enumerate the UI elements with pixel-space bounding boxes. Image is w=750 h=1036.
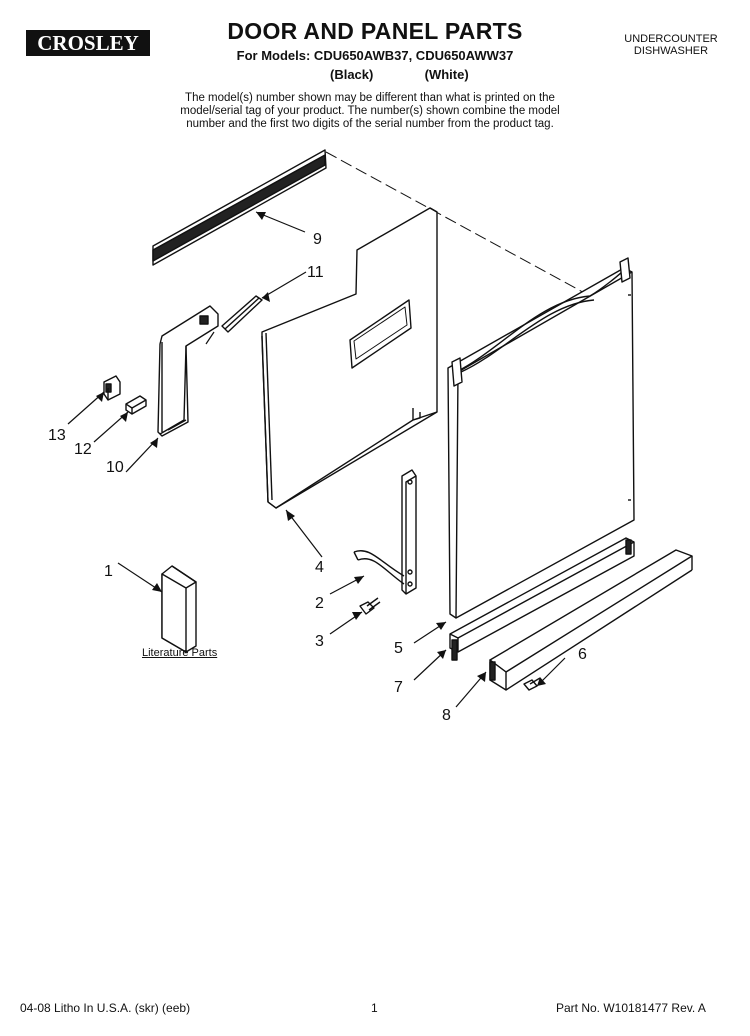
- callout-2: 2: [315, 595, 324, 612]
- callout-13: 13: [48, 427, 66, 444]
- footer-page-number: 1: [371, 1001, 378, 1015]
- part-9-top-trim: [152, 149, 327, 266]
- callout-9: 9: [313, 231, 322, 248]
- callout-arrowheads: [96, 212, 546, 686]
- footer-litho: 04-08 Litho In U.S.A. (skr) (eeb): [20, 1001, 191, 1015]
- callout-3: 3: [315, 633, 324, 650]
- part-11-rod: [221, 295, 263, 333]
- page-title: DOOR AND PANEL PARTS: [227, 18, 523, 44]
- part-1-literature: [161, 565, 197, 653]
- color-black-label: (Black): [330, 67, 374, 82]
- literature-parts-link: Literature Parts: [142, 647, 218, 659]
- part-4-door-panel: [261, 207, 438, 509]
- part-12-block: [125, 395, 147, 415]
- crosley-logo: CROSLEY: [26, 30, 150, 56]
- callout-6: 6: [578, 646, 587, 663]
- callout-11: 11: [307, 264, 324, 281]
- callout-4: 4: [315, 559, 324, 576]
- note-line1: The model(s) number shown may be differe…: [185, 92, 555, 104]
- model-number-note: The model(s) number shown may be differe…: [150, 92, 590, 131]
- part-5-outer-door: [447, 257, 635, 619]
- part-13-clip: [103, 375, 121, 401]
- models-line: For Models: CDU650AWB37, CDU650AWW37: [236, 48, 514, 63]
- product-type-line2: DISHWASHER: [633, 45, 709, 57]
- part-10-side-bracket: [157, 305, 219, 437]
- note-line2: model/serial tag of your product. The nu…: [180, 105, 560, 117]
- color-labels: (Black) (White): [330, 67, 469, 82]
- brand-text: CROSLEY: [37, 31, 139, 55]
- part-8-toe-panel: [489, 549, 693, 691]
- footer-part-number: Part No. W10181477 Rev. A: [556, 1001, 706, 1015]
- product-type: UNDERCOUNTER DISHWASHER: [596, 33, 746, 57]
- callout-12: 12: [74, 441, 92, 458]
- note-line3: number and the first two digits of the s…: [186, 118, 554, 130]
- product-type-line1: UNDERCOUNTER: [624, 33, 718, 45]
- callout-5: 5: [394, 640, 403, 657]
- color-white-label: (White): [424, 67, 469, 82]
- callout-1: 1: [104, 563, 113, 580]
- part-2-hinge-bracket: [353, 469, 417, 595]
- part-3-screw: [359, 597, 381, 615]
- callout-8: 8: [442, 707, 451, 724]
- part-6-screw: [523, 677, 541, 691]
- part-5-lower-trim: [449, 537, 635, 661]
- callout-10: 10: [106, 459, 124, 476]
- callout-7: 7: [394, 679, 403, 696]
